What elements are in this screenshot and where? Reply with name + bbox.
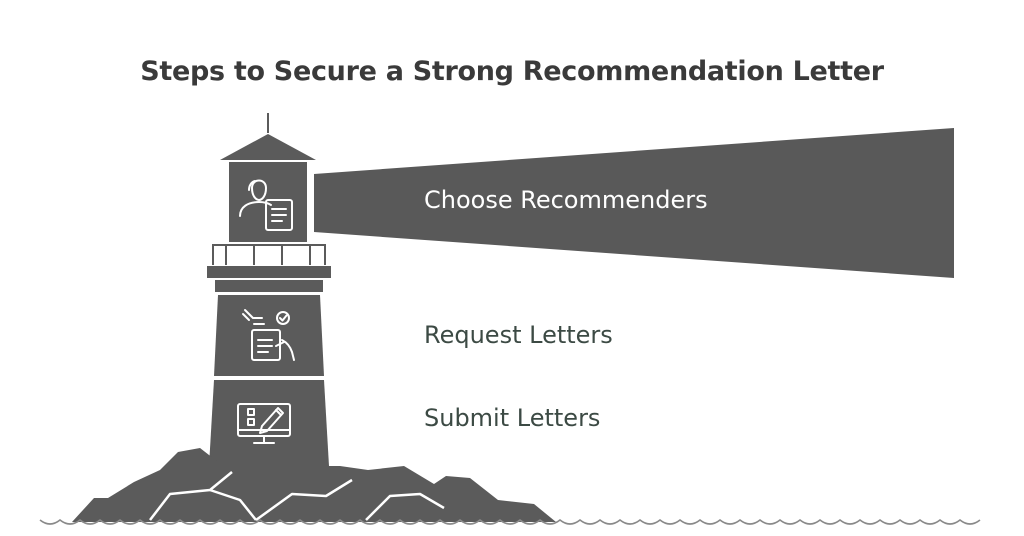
tower-section-request — [214, 295, 324, 376]
tower-section-submit — [209, 380, 329, 466]
gallery-railing — [212, 244, 326, 265]
page-title: Steps to Secure a Strong Recommendation … — [140, 56, 884, 87]
lighthouse-roof — [220, 134, 316, 160]
step-label-submit-letters: Submit Letters — [424, 404, 601, 432]
light-beam — [314, 128, 954, 278]
gallery-deck — [207, 266, 331, 278]
rock-cracks — [149, 471, 445, 522]
waves — [39, 518, 981, 525]
lantern-room — [229, 162, 307, 242]
step-label-request-letters: Request Letters — [424, 321, 613, 349]
recommender-document-icon — [239, 179, 293, 231]
monitor-edit-icon — [237, 403, 291, 444]
signed-checklist-icon — [242, 309, 295, 361]
gallery-collar — [215, 280, 323, 292]
step-label-choose-recommenders: Choose Recommenders — [424, 186, 708, 214]
